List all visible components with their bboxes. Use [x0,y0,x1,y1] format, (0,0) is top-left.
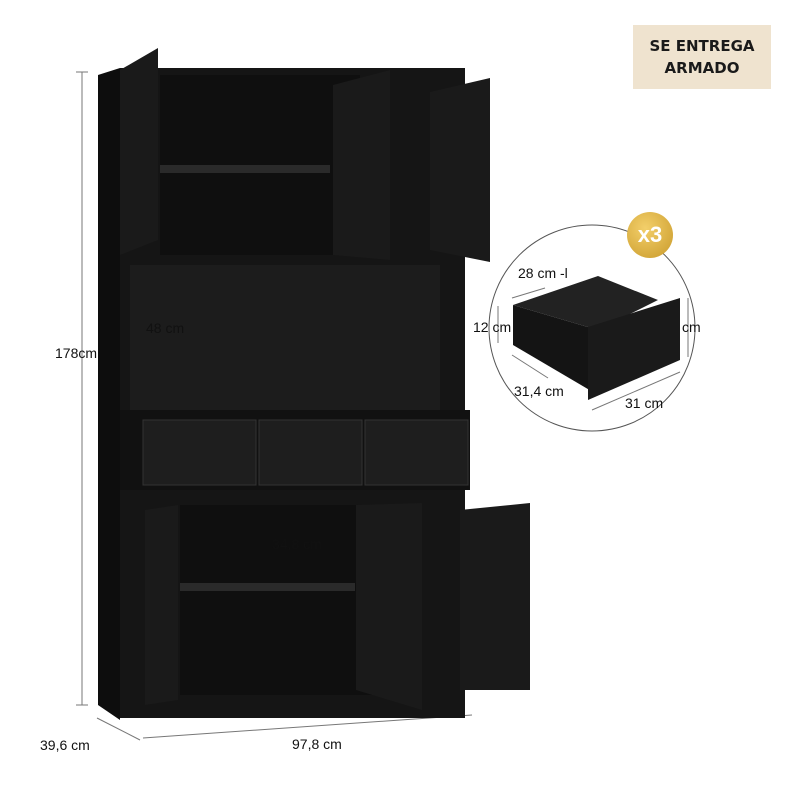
hutch-opening-label: 48 cm [146,320,185,336]
badge-line-2: ARMADO [664,59,740,77]
badge-line-1: SE ENTREGA [649,37,755,55]
drawer-inner-width-label: 28 cm -l [518,265,568,281]
drawer-front-height-label: cm [682,319,701,335]
upper-right-door [430,78,490,262]
lower-shelf-label: 34,8 cm [272,536,322,552]
drawer-height-label: 12 cm [473,319,512,335]
height-label: 178cm [55,345,98,361]
lower-shelf [180,583,355,591]
drawer-detail-drawer [513,276,680,400]
drawer-2 [258,419,363,486]
drawer-1 [142,419,257,486]
width-label: 97,8 cm [292,736,342,752]
drawer-depth-label: 31,4 cm [514,383,564,399]
upper-middle-door [333,70,390,260]
lower-middle-door [356,503,422,710]
drawer-3 [364,419,469,486]
upper-left-door [120,48,158,255]
width-dimension-line [142,714,473,739]
depth-dimension-line [96,717,141,741]
upper-shelf [160,165,330,173]
hutch-back-panel [130,265,440,410]
lower-left-door [145,505,178,705]
depth-label: 39,6 cm [40,737,90,753]
quantity-badge: x3 [627,212,673,258]
drawer-front-width-label: 31 cm [625,395,664,411]
delivered-assembled-badge: SE ENTREGA ARMADO [633,25,771,89]
lower-right-door [460,503,530,690]
cabinet-body [98,48,530,720]
